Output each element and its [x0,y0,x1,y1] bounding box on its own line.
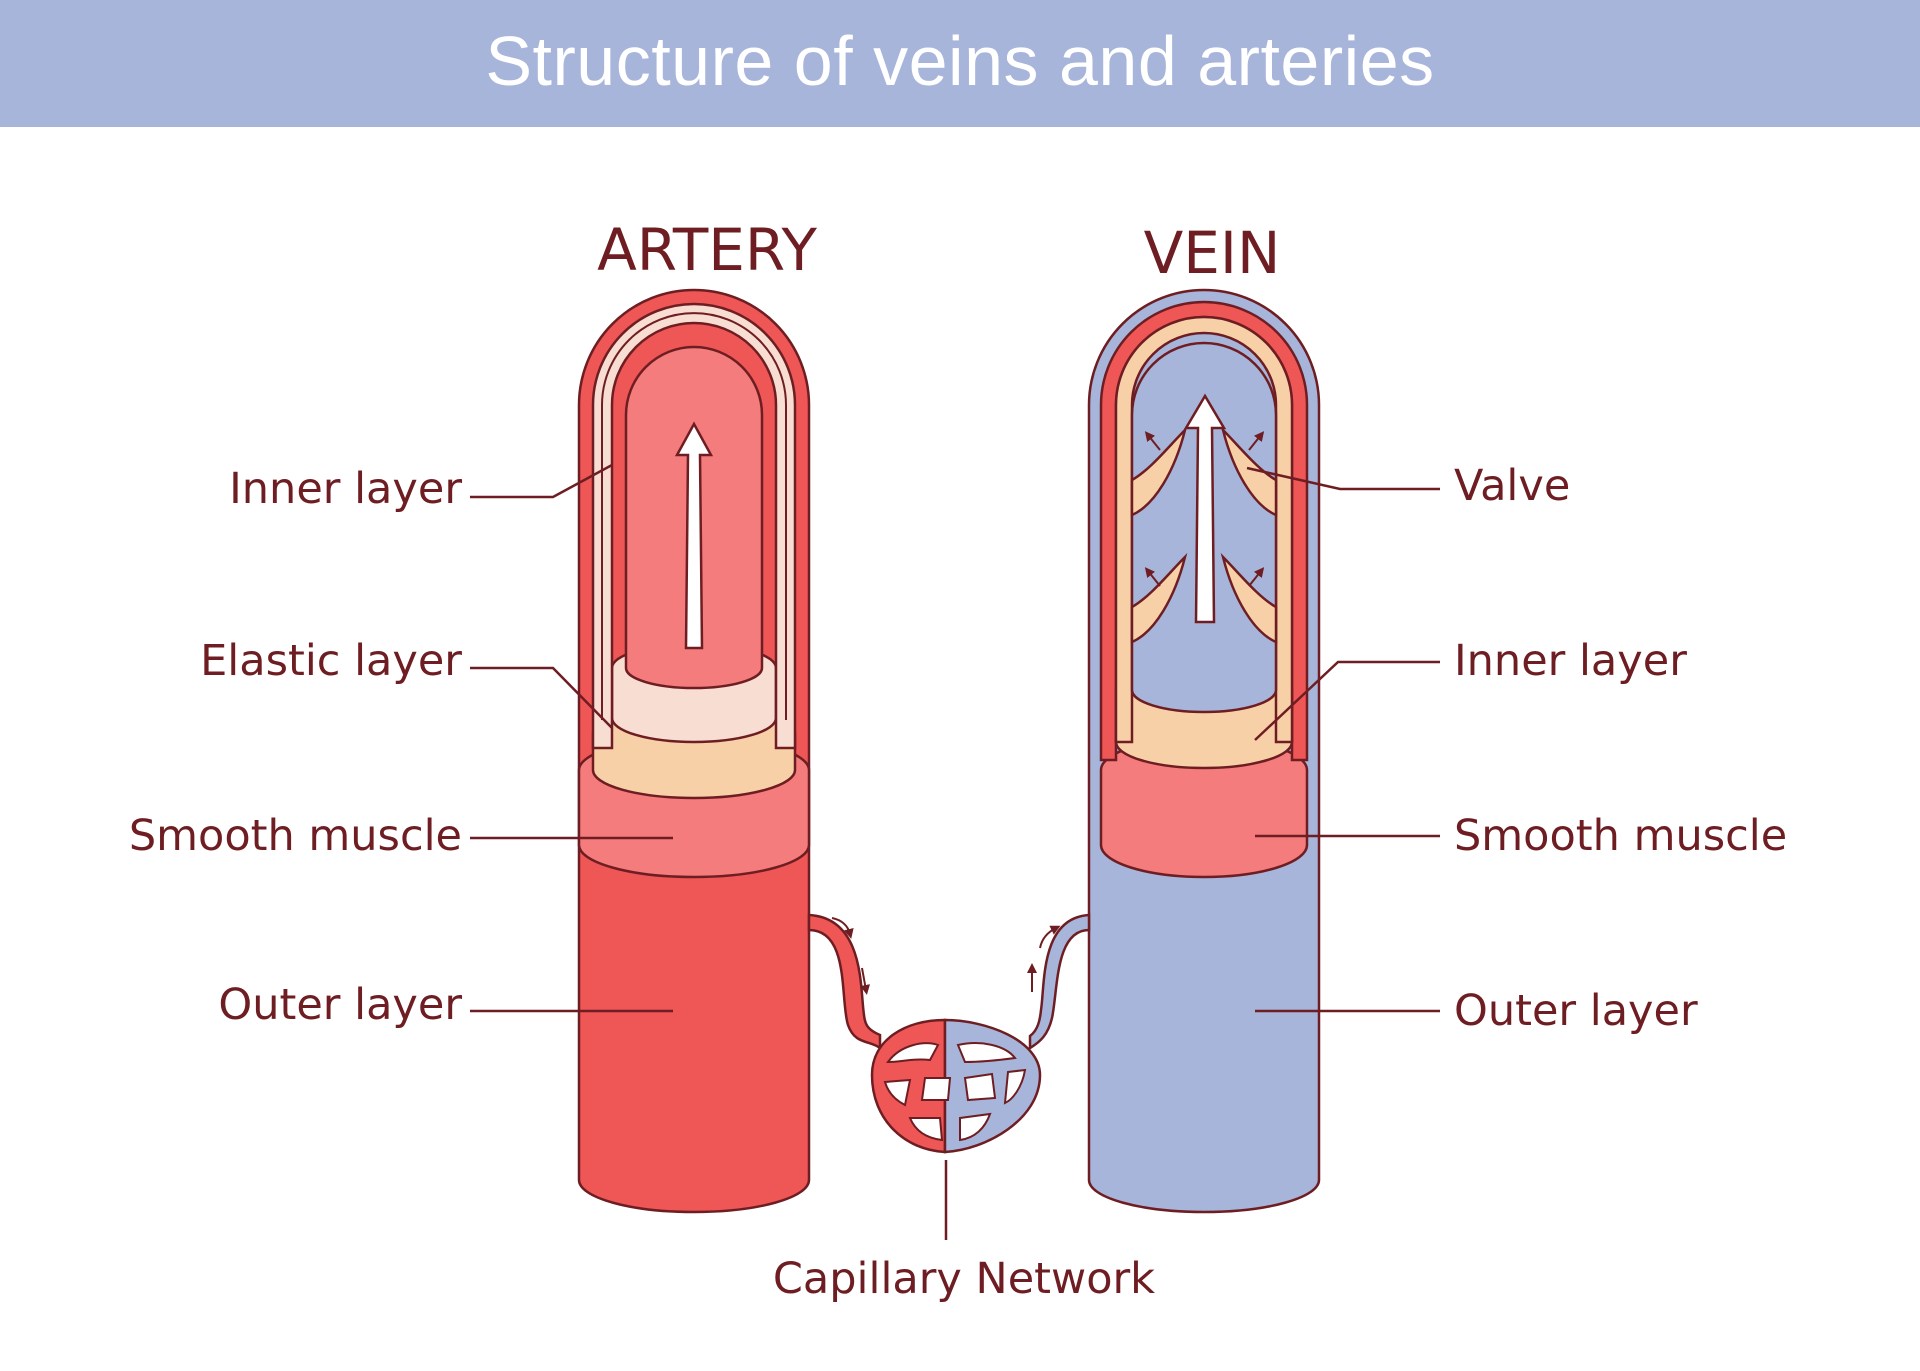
vein-vessel [1087,288,1321,1214]
artery-vessel [577,288,811,1214]
vein-label-outer-layer: Outer layer [1454,986,1698,1036]
vein-wall-tan [1114,315,1294,744]
artery-label-inner-layer: Inner layer [229,464,462,514]
artery-wall-elastic [591,302,797,750]
artery-leader-lines [470,463,673,1013]
capillary-network-label: Capillary Network [773,1254,1155,1304]
vein-label-valve: Valve [1454,461,1570,511]
vein-heading: VEIN [1144,219,1281,287]
artery-label-elastic-layer: Elastic layer [200,636,462,686]
vein-leader-lines [1246,466,1440,1013]
capillary-vein-tube [1028,913,1091,1051]
capillary-artery-tube [807,913,882,1051]
vein-flow-arrow [1183,393,1227,624]
vein-valve-cusps [1130,425,1278,644]
valve-flow-arrows [1144,431,1265,587]
title-banner: Structure of veins and arteries [0,0,1920,127]
vein-label-smooth-muscle: Smooth muscle [1454,811,1787,861]
artery-heading: ARTERY [597,216,817,284]
artery-wall-tan [601,312,787,720]
capillary-network [807,913,1091,1240]
capillary-flow-arrows [831,917,1061,995]
artery-flow-arrow [674,421,714,650]
capillary-gaps [883,1042,1027,1142]
artery-label-outer-layer: Outer layer [218,980,462,1030]
page-title: Structure of veins and arteries [485,22,1435,100]
vein-label-inner-layer: Inner layer [1454,636,1687,686]
artery-label-smooth-muscle: Smooth muscle [129,811,462,861]
